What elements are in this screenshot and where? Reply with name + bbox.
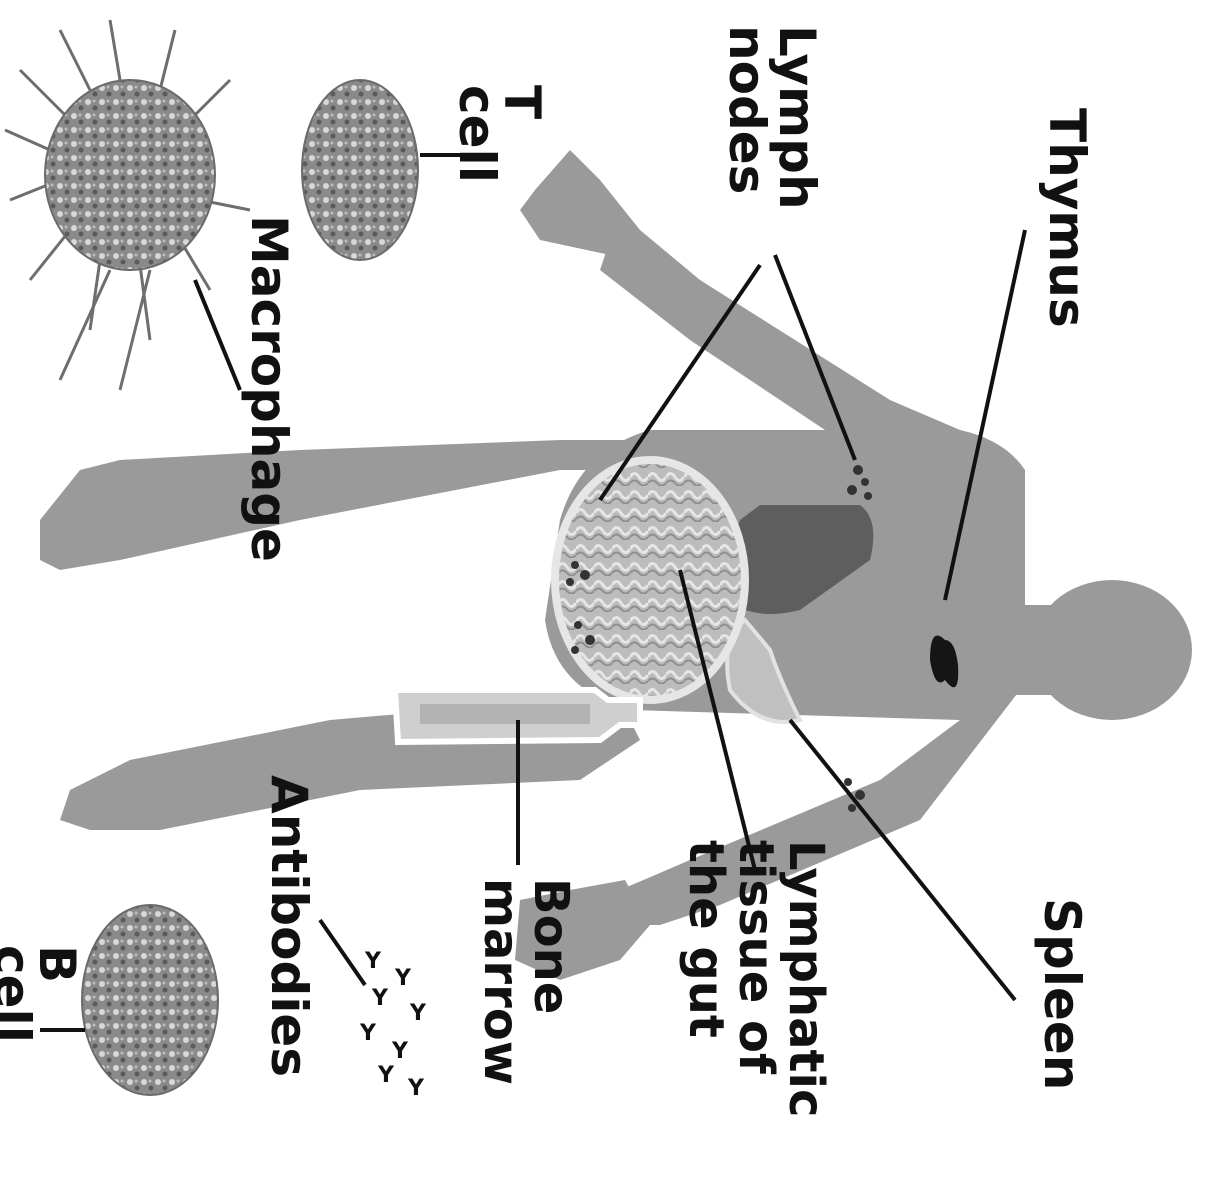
label-lymphatic-gut-line3: the gut [678, 840, 734, 1038]
antibodies-image: YY YY YY YY [359, 949, 427, 1101]
label-spleen: Spleen [1033, 898, 1091, 1090]
label-macrophage: Macrophage [240, 215, 298, 562]
label-b-cell-line2: cell [0, 945, 41, 1043]
label-t-cell-line2: cell [448, 85, 506, 183]
hand-upper [520, 150, 640, 255]
label-bone-marrow-line1: Bone [523, 878, 579, 1014]
macrophage-body [45, 80, 215, 270]
femur-marrow [420, 704, 590, 724]
label-lymph-nodes-line2: nodes [718, 25, 776, 194]
svg-text:Y: Y [409, 1001, 427, 1026]
label-bone-marrow-line2: marrow [473, 878, 529, 1085]
svg-text:Y: Y [391, 1039, 409, 1064]
label-lymphatic-gut-line2: tissue of [728, 840, 784, 1075]
b-cell-image [82, 905, 218, 1095]
svg-text:Y: Y [371, 986, 389, 1011]
svg-text:Y: Y [364, 949, 382, 974]
svg-text:Y: Y [407, 1076, 425, 1101]
leader-macrophage [195, 280, 240, 390]
t-cell-image [302, 80, 418, 260]
label-lymphatic-gut-line1: Lymphatic [778, 840, 834, 1117]
label-antibodies: Antibodies [260, 775, 318, 1077]
leader-antibodies [320, 920, 365, 985]
svg-text:Y: Y [377, 1063, 395, 1088]
label-thymus: Thymus [1038, 108, 1096, 328]
gut [555, 460, 745, 700]
svg-text:Y: Y [394, 966, 412, 991]
svg-text:Y: Y [359, 1021, 377, 1046]
